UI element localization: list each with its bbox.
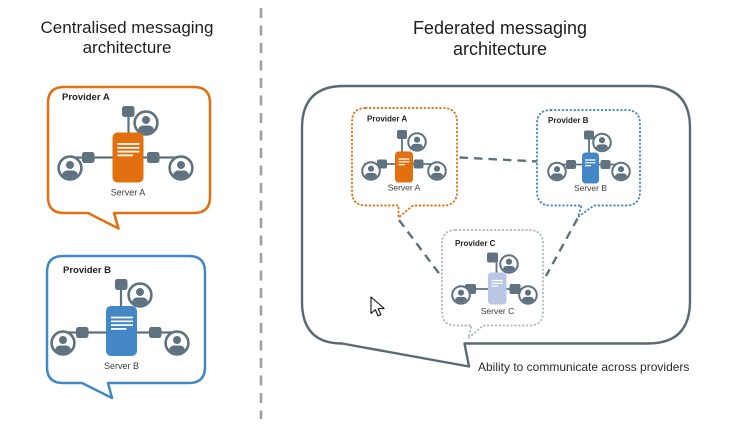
connector-provider-a-b — [459, 156, 539, 163]
federated-provider-c: Provider C Server C — [441, 229, 544, 339]
provider-b-label: Provider B — [548, 116, 589, 125]
client-device-icon — [82, 152, 95, 163]
left-provider-b: Provider B Server B — [45, 254, 207, 400]
server-a-label: Server A — [388, 183, 421, 193]
right-panel: Federated messaging architecture Provide… — [300, 18, 692, 374]
server-detail-lines — [585, 159, 596, 167]
provider-c-label: Provider C — [455, 239, 496, 248]
centralised-title-line2: architecture — [83, 38, 172, 57]
server-detail-lines — [111, 316, 133, 330]
client-device-icon — [147, 152, 160, 163]
server-a-label: Server A — [111, 188, 146, 198]
left-provider-a: Provider A Server A — [46, 85, 212, 230]
provider-b-label: Provider B — [63, 265, 111, 276]
server-b-label: Server B — [574, 183, 607, 193]
server-detail-lines — [117, 143, 140, 157]
server-detail-lines — [398, 158, 410, 166]
client-device-icon — [397, 130, 407, 139]
connector-provider-b-c — [544, 217, 579, 277]
client-device-icon — [509, 284, 521, 294]
left-panel: Centralised messaging architecture Provi… — [41, 18, 214, 400]
federation-caption: Ability to communicate across providers — [478, 360, 689, 374]
provider-a-label: Provider A — [367, 115, 407, 124]
client-device-icon — [115, 279, 128, 290]
client-device-icon — [487, 252, 498, 263]
client-device-icon — [122, 106, 135, 117]
server-icon — [395, 151, 413, 183]
centralised-title-line1: Centralised messaging — [41, 18, 214, 37]
server-icon — [488, 272, 507, 305]
client-device-icon — [566, 160, 576, 169]
client-device-icon — [76, 327, 89, 338]
client-device-icon — [149, 327, 162, 338]
server-b-label: Server B — [104, 361, 139, 371]
federated-title-line2: architecture — [453, 39, 547, 59]
server-icon — [582, 152, 599, 184]
provider-a-label: Provider A — [62, 92, 110, 103]
connector-provider-a-c — [398, 219, 442, 277]
client-device-icon — [584, 130, 594, 140]
client-device-icon — [413, 159, 424, 169]
federated-provider-b: Provider B Server B — [536, 109, 641, 218]
server-icon — [112, 132, 144, 183]
server-detail-lines — [491, 279, 503, 287]
federated-provider-a: Provider A Server A — [351, 107, 458, 219]
federated-title-line1: Federated messaging — [413, 18, 587, 38]
server-c-label: Server C — [481, 306, 515, 316]
client-device-icon — [600, 160, 611, 169]
mouse-cursor-icon — [370, 296, 385, 317]
server-icon — [106, 306, 137, 356]
